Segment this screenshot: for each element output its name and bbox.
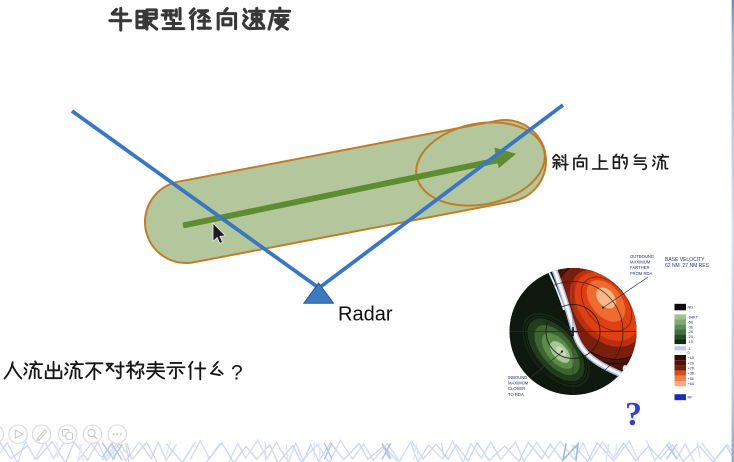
svg-text:-64KT: -64KT	[688, 315, 699, 319]
svg-text:FARTHER: FARTHER	[630, 265, 649, 270]
svg-text:+20: +20	[688, 361, 694, 365]
svg-text:+26: +26	[688, 367, 694, 371]
svg-text:-1: -1	[688, 347, 691, 351]
svg-text:-36: -36	[688, 325, 694, 329]
svg-text:?: ?	[231, 362, 243, 385]
svg-text:MAXIMUM: MAXIMUM	[630, 260, 651, 265]
svg-text:TO RDA: TO RDA	[508, 392, 524, 397]
svg-text:?: ?	[625, 396, 642, 433]
svg-text:FROM RDA: FROM RDA	[630, 271, 653, 276]
svg-text:RF: RF	[688, 396, 694, 400]
svg-text:OUTBOUND: OUTBOUND	[630, 254, 654, 259]
svg-text:MAXIMUM: MAXIMUM	[508, 381, 529, 386]
svg-text:-10: -10	[688, 340, 694, 344]
svg-text:+36: +36	[688, 372, 694, 376]
svg-text:ND: ND	[688, 306, 694, 310]
svg-text:Radar: Radar	[338, 304, 393, 326]
svg-text:BASE VELOCITY: BASE VELOCITY	[665, 257, 705, 263]
svg-text:+50: +50	[688, 377, 694, 381]
svg-text:-20: -20	[688, 335, 694, 339]
svg-text:-26: -26	[688, 330, 694, 334]
svg-text:0: 0	[688, 351, 690, 355]
svg-text:CLOSER: CLOSER	[508, 386, 525, 391]
svg-text:62 NM .27 NM RES: 62 NM .27 NM RES	[665, 263, 710, 269]
svg-text:+64: +64	[688, 382, 694, 386]
svg-text:+10: +10	[688, 356, 694, 360]
svg-text:-50: -50	[688, 320, 694, 324]
svg-text:INBOUND: INBOUND	[508, 375, 527, 380]
